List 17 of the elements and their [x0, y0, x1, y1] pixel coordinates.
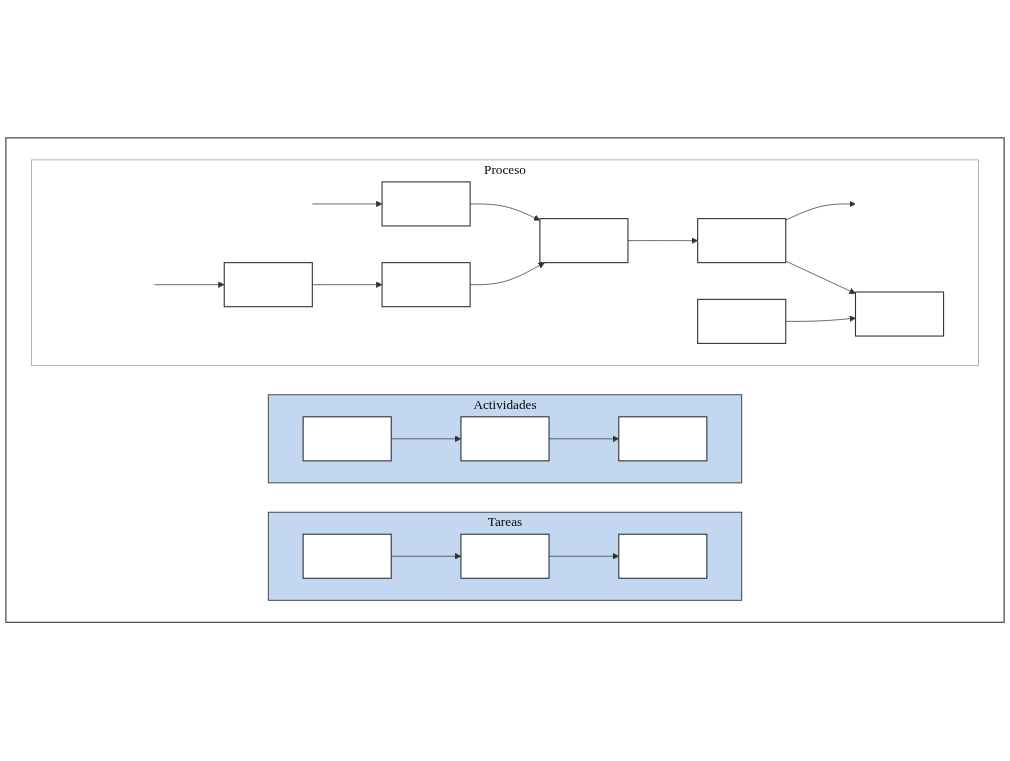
node-box: [618, 416, 708, 462]
node-box: [697, 299, 787, 345]
node-box: [460, 534, 550, 580]
cluster: [5, 137, 1005, 624]
node-box: [381, 181, 471, 227]
node-box: [854, 291, 945, 337]
node-box: [302, 416, 392, 462]
node-box: [539, 218, 629, 264]
node-box: [460, 416, 550, 462]
cluster: Tareas: [267, 512, 743, 602]
cluster: Proceso: [31, 159, 979, 367]
node-box: [697, 218, 787, 264]
node-box: [618, 534, 708, 580]
node-box: [223, 262, 313, 308]
node-box: [302, 534, 392, 580]
cluster: Actividades: [267, 394, 743, 484]
node-box: [381, 262, 471, 308]
